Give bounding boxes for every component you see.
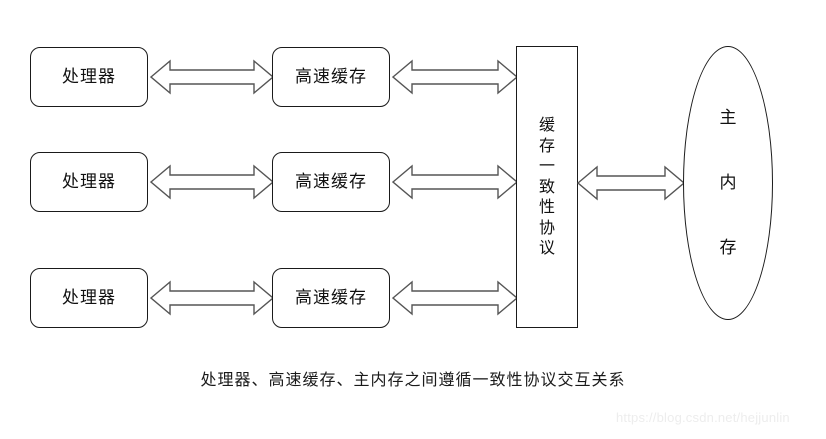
processor-box-1: 处理器 (30, 47, 148, 107)
arrow-processor-cache-2 (150, 164, 274, 200)
protocol-char-6: 协 (538, 217, 555, 237)
arrow-processor-cache-1 (150, 59, 274, 95)
protocol-char-2: 存 (538, 135, 555, 155)
arrow-processor-cache-3 (150, 280, 274, 316)
cache-label-2: 高速缓存 (295, 171, 367, 192)
protocol-char-4: 致 (538, 176, 555, 196)
cache-box-2: 高速缓存 (272, 152, 390, 212)
memory-char-2: 内 (719, 172, 737, 193)
memory-char-1: 主 (719, 107, 737, 128)
processor-box-3: 处理器 (30, 268, 148, 328)
arrow-cache-protocol-3 (392, 280, 518, 316)
processor-box-2: 处理器 (30, 152, 148, 212)
processor-label-2: 处理器 (62, 171, 116, 192)
memory-char-3: 存 (719, 237, 737, 258)
protocol-char-1: 缓 (538, 115, 555, 135)
protocol-char-3: 一 (538, 156, 555, 176)
main-memory-ellipse: 主 内 存 (683, 46, 773, 320)
cache-box-1: 高速缓存 (272, 47, 390, 107)
arrow-cache-protocol-2 (392, 164, 518, 200)
cache-label-3: 高速缓存 (295, 287, 367, 308)
processor-label-1: 处理器 (62, 66, 116, 87)
processor-label-3: 处理器 (62, 287, 116, 308)
cache-coherence-protocol-box: 缓 存 一 致 性 协 议 (516, 46, 578, 328)
protocol-char-7: 议 (538, 238, 555, 258)
protocol-char-5: 性 (538, 197, 555, 217)
diagram-caption: 处理器、高速缓存、主内存之间遵循一致性协议交互关系 (200, 370, 626, 389)
arrow-protocol-memory (577, 165, 685, 201)
watermark-text: https://blog.csdn.net/hejjunlin (616, 410, 790, 425)
arrow-cache-protocol-1 (392, 59, 518, 95)
cache-label-1: 高速缓存 (295, 66, 367, 87)
cache-box-3: 高速缓存 (272, 268, 390, 328)
